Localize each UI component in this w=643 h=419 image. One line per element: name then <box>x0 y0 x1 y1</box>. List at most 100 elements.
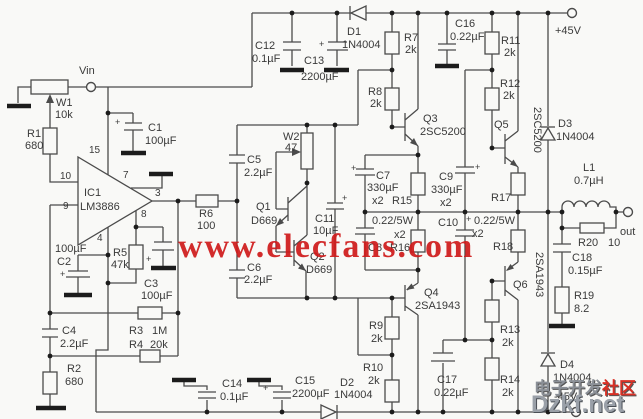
bjt-arrow-q4 <box>406 283 415 290</box>
vneg-label: -45V <box>554 391 578 403</box>
junction <box>279 409 285 415</box>
opamp-triangle <box>77 155 154 247</box>
junction <box>545 409 551 415</box>
wire <box>236 69 405 356</box>
c1-val: 100µF <box>145 135 177 147</box>
r8-ref: R8 <box>368 86 382 98</box>
c18-ref: C18 <box>572 252 592 264</box>
bjt-arrow-q2 <box>298 263 306 271</box>
c7-ref: C7 <box>376 170 390 182</box>
junction <box>559 209 565 215</box>
r14-ref: R14 <box>500 374 520 386</box>
q5-ref: Q5 <box>494 119 509 131</box>
bjt-arrow-q1 <box>276 218 284 226</box>
resistor-body-r19 <box>554 286 570 314</box>
resistor-body-r13 <box>484 299 500 323</box>
c17-ref: C17 <box>437 374 457 386</box>
c6-val: 2.2µF <box>244 274 273 286</box>
junction <box>334 10 340 16</box>
resistor-body-r8 <box>384 87 400 111</box>
junction <box>133 224 139 230</box>
r3-val: 1M <box>152 325 167 337</box>
d2-ref: D2 <box>340 377 354 389</box>
c7-plus: + <box>351 163 356 173</box>
junction <box>389 295 395 301</box>
wire <box>49 176 237 412</box>
c15-val: 2200µF <box>292 388 330 400</box>
diode-triangle <box>349 4 367 22</box>
resistor-body-r15 <box>410 172 426 196</box>
r7-ref: R7 <box>404 32 418 44</box>
junction <box>304 295 310 301</box>
pin-7: 7 <box>123 170 129 181</box>
vpos-terminal <box>566 7 578 19</box>
wires <box>17 12 623 413</box>
resistor-body-r3 <box>137 306 163 320</box>
c13-val: 2200µF <box>301 71 339 83</box>
resistor-body-r16 <box>410 229 426 253</box>
junction <box>489 337 495 343</box>
watermark-community: 电子开发社区 <box>534 374 636 399</box>
resistor-body-r1 <box>42 127 58 155</box>
r5-val: 47k <box>111 259 129 271</box>
d3-val: 1N4004 <box>556 131 595 143</box>
cap-c15 <box>273 391 291 399</box>
diode-d3 <box>539 126 557 141</box>
w2-val: 47 <box>285 142 297 154</box>
c10-ref: C10 <box>438 217 458 229</box>
junction-dots <box>47 10 619 415</box>
r7-val: 2k <box>405 44 417 56</box>
q3-ref: Q3 <box>423 113 438 125</box>
junction <box>415 152 421 158</box>
q4-val: 2SA1943 <box>415 300 460 312</box>
cap-c1 <box>124 122 143 131</box>
r16-ref: R16 <box>390 242 410 254</box>
resistor-body-r9 <box>384 316 400 340</box>
terminals <box>85 7 634 418</box>
cap-c16 <box>438 43 456 51</box>
junction <box>362 209 368 215</box>
c2-val: 100µF <box>55 243 87 255</box>
c3-val: 100µF <box>141 290 173 302</box>
junction <box>545 209 551 215</box>
c14-val: 0.1µF <box>220 391 249 403</box>
r19-ref: R19 <box>574 290 594 302</box>
junction <box>389 10 395 16</box>
cap-c11 <box>326 202 344 210</box>
w2-ref: W2 <box>283 131 300 143</box>
l1-ref: L1 <box>583 162 595 174</box>
cap-c3 <box>152 241 174 251</box>
vin-terminal <box>85 81 97 93</box>
q3-val: 2SC5200 <box>420 126 466 138</box>
resistor-body-r17 <box>510 172 526 196</box>
c2-plus: + <box>60 269 65 279</box>
r15-mult: x2 <box>394 229 406 241</box>
transistors <box>275 113 518 311</box>
junction <box>175 198 181 204</box>
c3-ref: C3 <box>144 278 158 290</box>
junction <box>105 110 111 116</box>
junction <box>545 10 551 16</box>
c9-mult: x2 <box>440 197 452 209</box>
pot-body-w1 <box>30 79 69 95</box>
r17-val: 0.22/5W <box>474 215 516 227</box>
cap-c9 <box>455 166 475 174</box>
diodes <box>320 4 557 419</box>
junction <box>515 209 521 215</box>
q1-val: D669 <box>251 215 277 227</box>
junction <box>332 295 338 301</box>
pot-body-w2 <box>300 132 314 170</box>
wire <box>391 298 419 412</box>
pin-15: 15 <box>89 145 101 156</box>
r10-ref: R10 <box>363 362 383 374</box>
r3-ref: R3 <box>129 325 143 337</box>
junction <box>515 10 521 16</box>
c5-ref: C5 <box>247 154 261 166</box>
junction <box>105 252 111 258</box>
junction <box>613 209 619 215</box>
l1-val: 0.7µH <box>574 175 604 187</box>
d1-ref: D1 <box>347 26 361 38</box>
opamp-ic1: IC1 LM3886 15 10 9 7 3 8 4 <box>60 145 161 247</box>
